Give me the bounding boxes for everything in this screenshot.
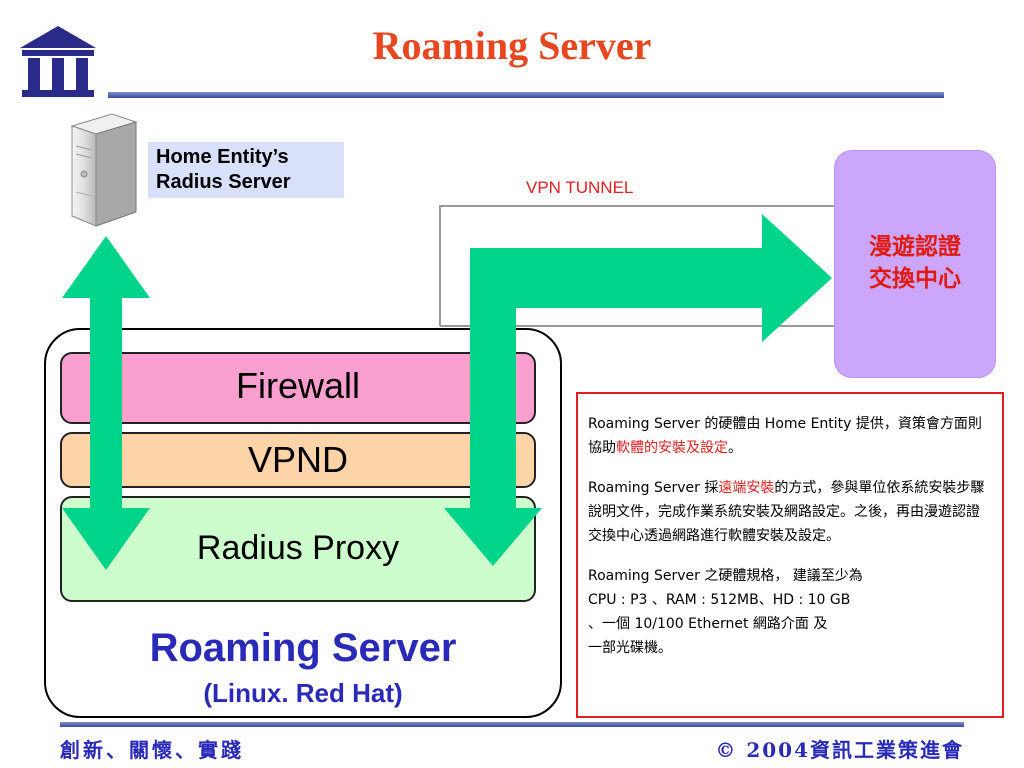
footer-copyright: © 2004資訊工業策進會 (715, 738, 964, 762)
note-paragraph-2: Roaming Server 採遠端安裝的方式，參與單位依系統安裝步驟說明文件，… (588, 476, 992, 548)
home-radius-server-label: Home Entity’s Radius Server (148, 142, 344, 198)
note-1-text-red: 軟體的安裝及設定 (616, 440, 728, 456)
note-3-line2: CPU : P3 、RAM : 512MB、HD : 10 GB (588, 592, 851, 608)
vpn-tunnel-outline (439, 205, 834, 326)
roaming-center-line2: 交換中心 (869, 265, 961, 292)
note-2-text-a: Roaming Server 採 (588, 480, 719, 496)
roaming-server-os: (Linux. Red Hat) (203, 678, 403, 708)
vpn-tunnel-label: VPN TUNNEL (526, 178, 634, 197)
roaming-center-line1: 漫遊認證 (869, 233, 961, 260)
home-label-line2: Radius Server (156, 171, 291, 193)
notes-box: Roaming Server 的硬體由 Home Entity 提供，資策會方面… (576, 392, 1004, 718)
footer-divider (60, 722, 964, 727)
header-divider (108, 92, 944, 98)
server-tower-icon (70, 113, 138, 227)
tunnel-path-arrow (444, 214, 832, 566)
note-2-text-red: 遠端安裝 (718, 480, 775, 496)
note-3-line1: Roaming Server 之硬體規格， 建議至少為 (588, 568, 863, 584)
note-3-line4: 一部光碟機。 (588, 640, 672, 656)
page-title: Roaming Server (372, 23, 652, 68)
vpnd-layer: VPND (60, 432, 536, 488)
note-2-text-b: 的方式，參與單位依系統安裝步驟說明文件，完成作業系統安裝及網路設定。之後，再由漫… (588, 480, 985, 544)
bidirectional-arrow (62, 236, 150, 570)
iii-logo (20, 26, 96, 97)
note-paragraph-3: Roaming Server 之硬體規格， 建議至少為 CPU : P3 、RA… (588, 564, 992, 660)
roaming-server-name: Roaming Server (149, 626, 457, 670)
note-1-text-a: Roaming Server 的硬體由 Home Entity 提供，資策會方面… (588, 416, 982, 456)
note-3-line3: 、一個 10/100 Ethernet 網路介面 及 (588, 616, 828, 632)
note-paragraph-1: Roaming Server 的硬體由 Home Entity 提供，資策會方面… (588, 412, 992, 460)
firewall-layer: Firewall (60, 352, 536, 424)
home-label-line1: Home Entity’s (156, 146, 289, 168)
note-1-text-b: 。 (728, 440, 742, 456)
footer-slogan: 創新、關懷、實踐 (60, 738, 244, 762)
roaming-auth-center: 漫遊認證 交換中心 (834, 150, 996, 378)
